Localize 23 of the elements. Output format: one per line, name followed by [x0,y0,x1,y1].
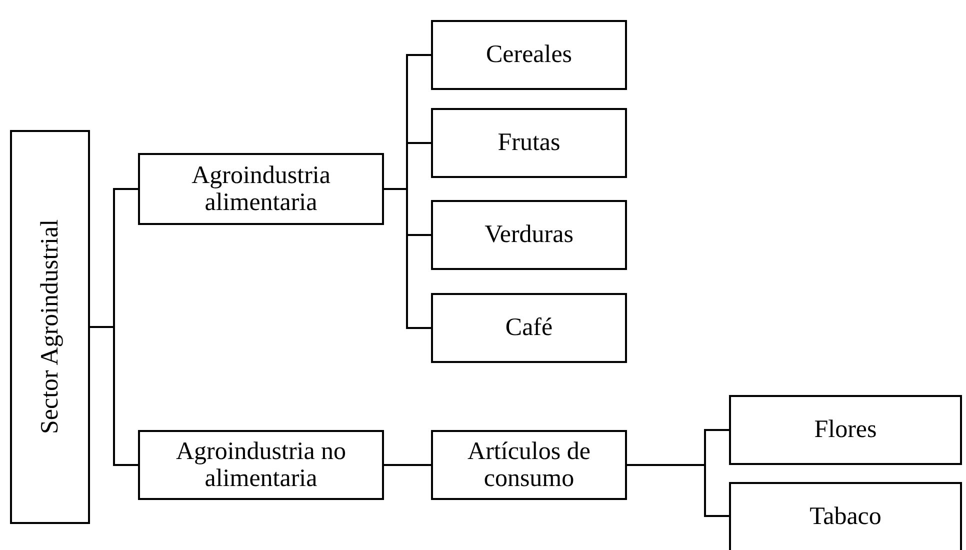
category-box [10,130,90,524]
category-label: Artículos de consumo [466,438,592,492]
category-box [431,200,627,270]
category-box [431,108,627,178]
category-label: Café [505,314,553,342]
connector-line [90,326,138,466]
category-box [431,20,627,90]
category-box [138,430,384,500]
connector-line [384,464,431,466]
category-box [729,395,962,465]
category-box [431,430,627,500]
category-label: Frutas [498,129,560,157]
connector-line [627,464,729,517]
category-label: Agroindustria alimentaria [190,162,332,216]
category-box [138,153,384,225]
category-label: Flores [814,416,877,444]
category-label: Sector Agroindustrial [36,220,64,434]
category-box [431,293,627,363]
category-label: Cereales [486,41,572,69]
category-label: Verduras [484,221,574,249]
category-label: Tabaco [810,503,882,531]
category-label: Agroindustria no alimentaria [174,438,348,492]
category-box [729,482,962,550]
